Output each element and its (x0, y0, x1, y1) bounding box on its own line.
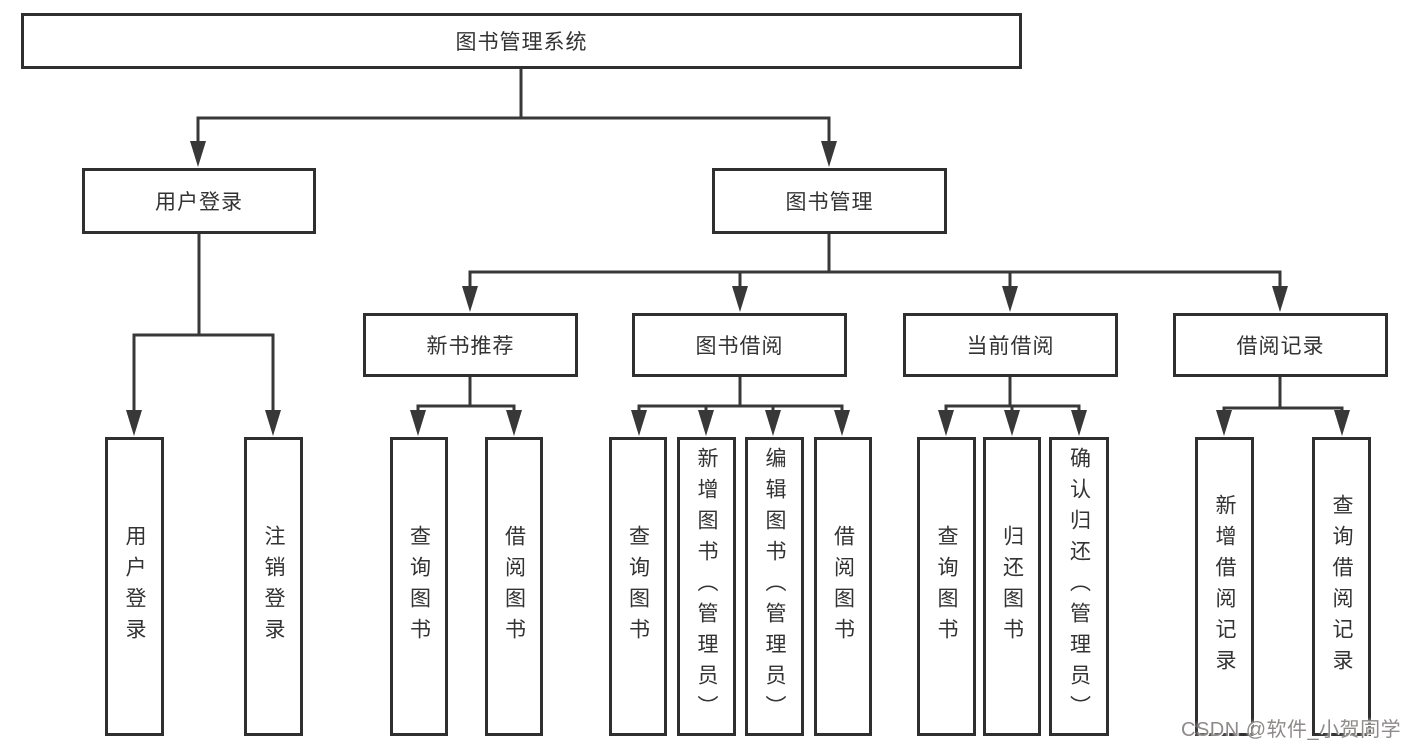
leaf-query-book-3: 查询图书 (917, 437, 976, 736)
leaf-logout-label: 注销登录 (262, 524, 285, 649)
leaf-user-login-label: 用户登录 (123, 524, 146, 649)
node-new-book-recommend-label: 新书推荐 (426, 335, 515, 358)
arrowhead-leaf-current-borrow-3 (1071, 410, 1087, 436)
connector-user-login-to-leaves (132, 233, 275, 420)
leaf-query-book-2-label: 查询图书 (626, 524, 650, 649)
arrowhead-leaf-user-login-2 (265, 410, 281, 436)
leaf-query-borrow-record-label: 查询借阅记录 (1330, 493, 1353, 680)
node-user-login: 用户登录 (82, 168, 316, 234)
leaf-query-book-3-label: 查询图书 (935, 524, 958, 649)
leaf-query-borrow-record: 查询借阅记录 (1312, 437, 1371, 736)
node-book-borrow: 图书借阅 (632, 313, 847, 377)
arrowhead-leaf-user-login-1 (126, 410, 142, 436)
node-root-system-label: 图书管理系统 (455, 31, 588, 54)
leaf-query-book-2: 查询图书 (609, 437, 667, 736)
arrowhead-borrow-records (1272, 286, 1288, 312)
leaf-return-book-label: 归还图书 (1000, 524, 1024, 649)
leaf-add-book-admin-label: 新增图书（管理员） (695, 447, 718, 726)
connector-new-book-to-leaves (416, 376, 516, 420)
node-root-system: 图书管理系统 (21, 13, 1022, 69)
node-new-book-recommend: 新书推荐 (363, 313, 578, 377)
leaf-borrow-book-1: 借阅图书 (485, 437, 543, 736)
leaf-query-book-1: 查询图书 (390, 437, 448, 736)
arrowhead-leaf-new-book-2 (506, 410, 522, 436)
arrowhead-leaf-book-borrow-4 (834, 410, 850, 436)
leaf-edit-book-admin-label: 编辑图书（管理员） (763, 447, 786, 726)
arrowhead-leaf-book-borrow-3 (765, 410, 781, 436)
leaf-add-book-admin: 新增图书（管理员） (677, 437, 736, 736)
arrowhead-leaf-borrow-records-1 (1216, 410, 1232, 436)
leaf-logout: 注销登录 (244, 437, 303, 736)
leaf-borrow-book-2-label: 借阅图书 (831, 524, 855, 649)
arrowhead-book-mgmt (821, 141, 837, 167)
leaf-confirm-return-admin-label: 确认归还（管理员） (1067, 447, 1091, 726)
arrowhead-current-borrow (1002, 286, 1018, 312)
arrowhead-leaf-current-borrow-2 (1004, 410, 1020, 436)
leaf-user-login: 用户登录 (105, 437, 164, 736)
leaf-add-borrow-record: 新增借阅记录 (1195, 437, 1254, 736)
connector-book-borrow-to-leaves (637, 376, 844, 420)
csdn-watermark: CSDN @软件_小贺同学 (1181, 719, 1402, 741)
node-borrow-records: 借阅记录 (1173, 313, 1388, 377)
arrowhead-leaf-current-borrow-1 (938, 410, 954, 436)
arrowhead-leaf-book-borrow-2 (698, 410, 714, 436)
node-book-management: 图书管理 (712, 168, 947, 234)
leaf-confirm-return-admin: 确认归还（管理员） (1049, 437, 1109, 736)
connector-book-mgmt-to-level3 (468, 233, 1282, 296)
leaf-query-book-1-label: 查询图书 (407, 524, 431, 649)
arrowhead-book-borrow (732, 286, 748, 312)
connector-root-to-level2 (196, 68, 831, 150)
node-borrow-records-label: 借阅记录 (1236, 335, 1325, 358)
arrowhead-new-book (462, 286, 478, 312)
leaf-return-book: 归还图书 (983, 437, 1041, 736)
arrowhead-leaf-book-borrow-1 (631, 410, 647, 436)
connector-borrow-records-to-leaves (1222, 376, 1344, 420)
node-current-borrow-label: 当前借阅 (966, 335, 1055, 358)
arrowhead-user-login (190, 141, 206, 167)
node-user-login-label: 用户登录 (155, 191, 243, 214)
leaf-edit-book-admin: 编辑图书（管理员） (745, 437, 804, 736)
leaf-add-borrow-record-label: 新增借阅记录 (1213, 493, 1236, 680)
arrowhead-leaf-new-book-1 (410, 410, 426, 436)
leaf-borrow-book-1-label: 借阅图书 (502, 524, 526, 649)
leaf-borrow-book-2: 借阅图书 (814, 437, 872, 736)
arrowhead-leaf-borrow-records-2 (1334, 410, 1350, 436)
node-book-management-label: 图书管理 (785, 191, 874, 214)
node-book-borrow-label: 图书借阅 (695, 335, 784, 358)
node-current-borrow: 当前借阅 (903, 313, 1118, 377)
